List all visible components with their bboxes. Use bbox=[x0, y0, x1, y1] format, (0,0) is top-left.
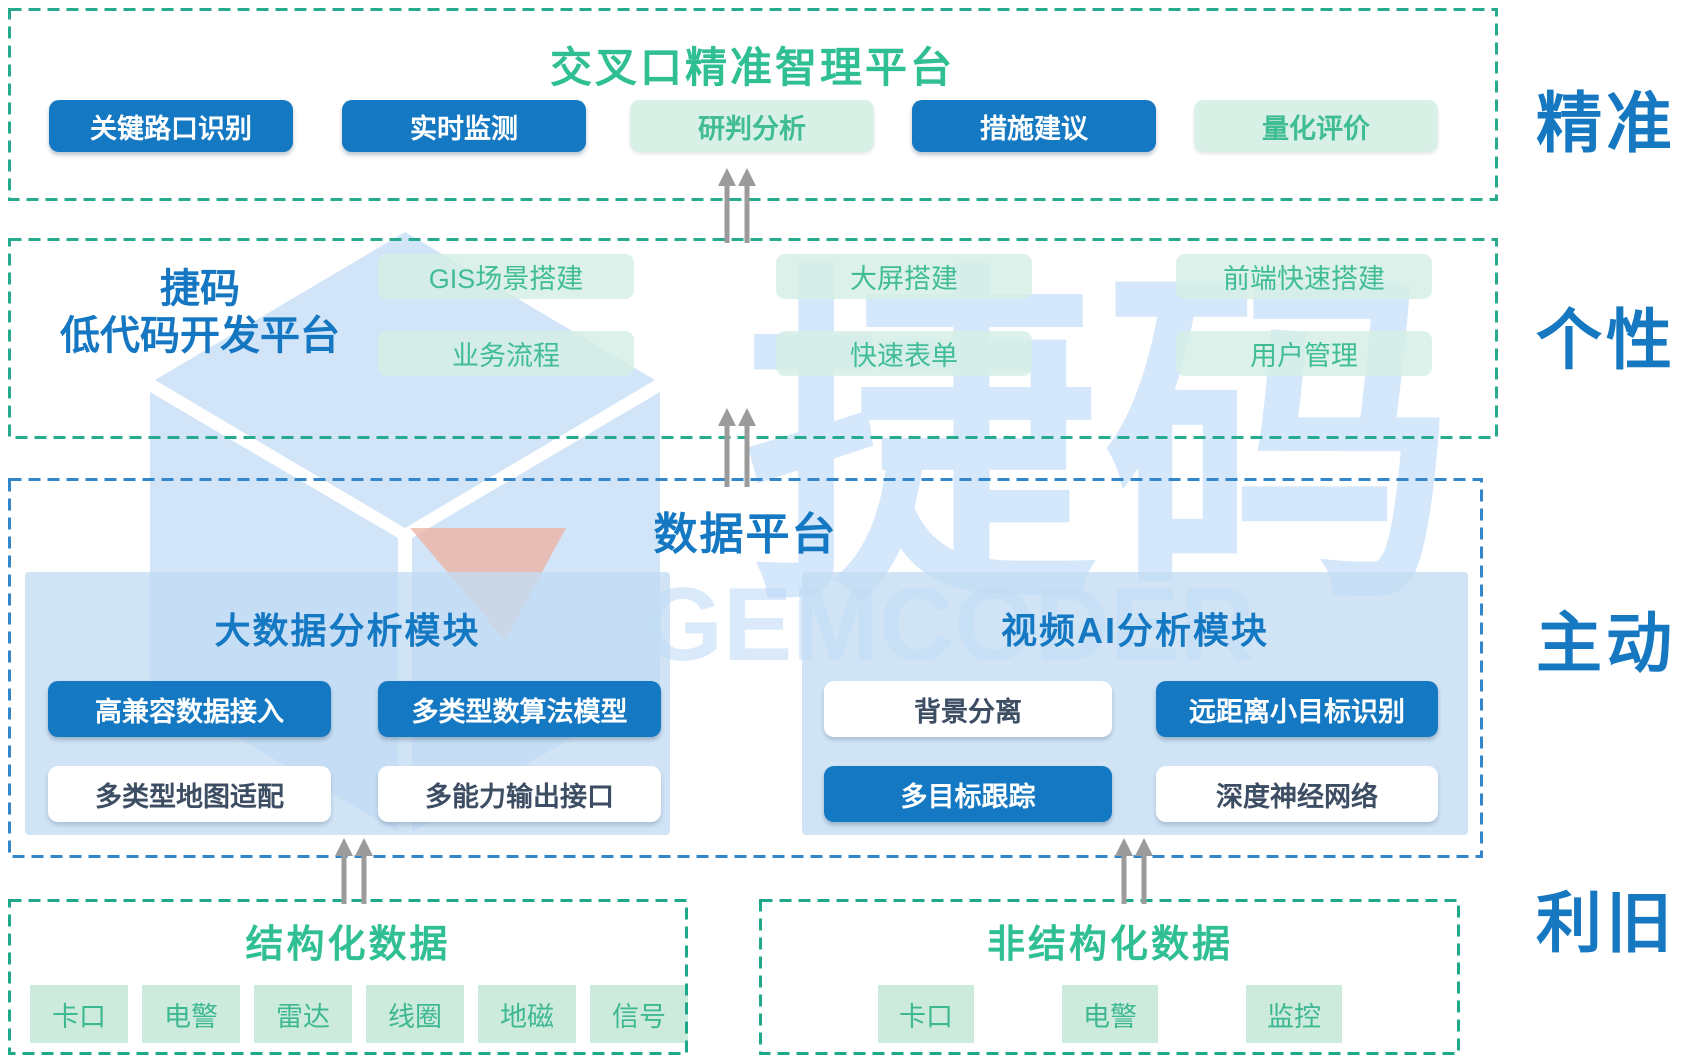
side-label-lijiu: 利旧 bbox=[1536, 886, 1676, 960]
side-label-jingzhun: 精准 bbox=[1536, 86, 1676, 160]
bigdata-module-title: 大数据分析模块 bbox=[214, 610, 481, 651]
item-signal: 信号 bbox=[590, 985, 688, 1043]
button-deep-neural-network: 深度神经网络 bbox=[1156, 766, 1438, 822]
structured-data-title: 结构化数据 bbox=[245, 924, 451, 966]
pill-frontend-build: 前端快速搭建 bbox=[1176, 254, 1432, 299]
pill-business-process: 业务流程 bbox=[378, 331, 634, 376]
unstructured-data-title: 非结构化数据 bbox=[986, 924, 1233, 966]
button-quantitative-evaluation: 量化评价 bbox=[1194, 100, 1438, 152]
item-surveillance: 监控 bbox=[1246, 985, 1342, 1043]
item-loop-detector: 线圈 bbox=[366, 985, 464, 1043]
side-label-zhudong: 主动 bbox=[1536, 606, 1676, 680]
pill-user-management: 用户管理 bbox=[1176, 331, 1432, 376]
pill-gis-scene-build: GIS场景搭建 bbox=[378, 254, 634, 299]
button-key-intersection-recognition: 关键路口识别 bbox=[49, 100, 293, 152]
pill-big-screen-build: 大屏搭建 bbox=[776, 254, 1032, 299]
layer2-title: 捷码 低代码开发平台 bbox=[40, 266, 360, 360]
item-epolice-2: 电警 bbox=[1062, 985, 1158, 1043]
button-multi-type-algorithm-model: 多类型数算法模型 bbox=[378, 681, 661, 737]
item-radar: 雷达 bbox=[254, 985, 352, 1043]
button-measure-suggestion: 措施建议 bbox=[912, 100, 1156, 152]
button-multi-target-tracking: 多目标跟踪 bbox=[824, 766, 1112, 822]
item-epolice: 电警 bbox=[142, 985, 240, 1043]
item-checkpoint-2: 卡口 bbox=[878, 985, 974, 1043]
button-realtime-monitoring: 实时监测 bbox=[342, 100, 586, 152]
layer1-title: 交叉口精准智理平台 bbox=[549, 44, 955, 91]
button-analysis-judgment: 研判分析 bbox=[630, 100, 874, 152]
button-background-separation: 背景分离 bbox=[824, 681, 1112, 737]
button-high-compat-data-access: 高兼容数据接入 bbox=[48, 681, 331, 737]
item-checkpoint: 卡口 bbox=[30, 985, 128, 1043]
button-multi-capability-output-api: 多能力输出接口 bbox=[378, 766, 661, 822]
button-long-range-small-target-recognition: 远距离小目标识别 bbox=[1156, 681, 1438, 737]
layer2-title-line1: 捷码 bbox=[160, 267, 240, 311]
side-label-gexing: 个性 bbox=[1536, 303, 1676, 377]
layer2-title-line2: 低代码开发平台 bbox=[60, 314, 340, 359]
item-geomagnetic: 地磁 bbox=[478, 985, 576, 1043]
video-ai-module-title: 视频AI分析模块 bbox=[1000, 610, 1269, 651]
button-multi-type-map-adapt: 多类型地图适配 bbox=[48, 766, 331, 822]
pill-quick-form: 快速表单 bbox=[776, 331, 1032, 376]
layer3-title: 数据平台 bbox=[653, 510, 838, 559]
